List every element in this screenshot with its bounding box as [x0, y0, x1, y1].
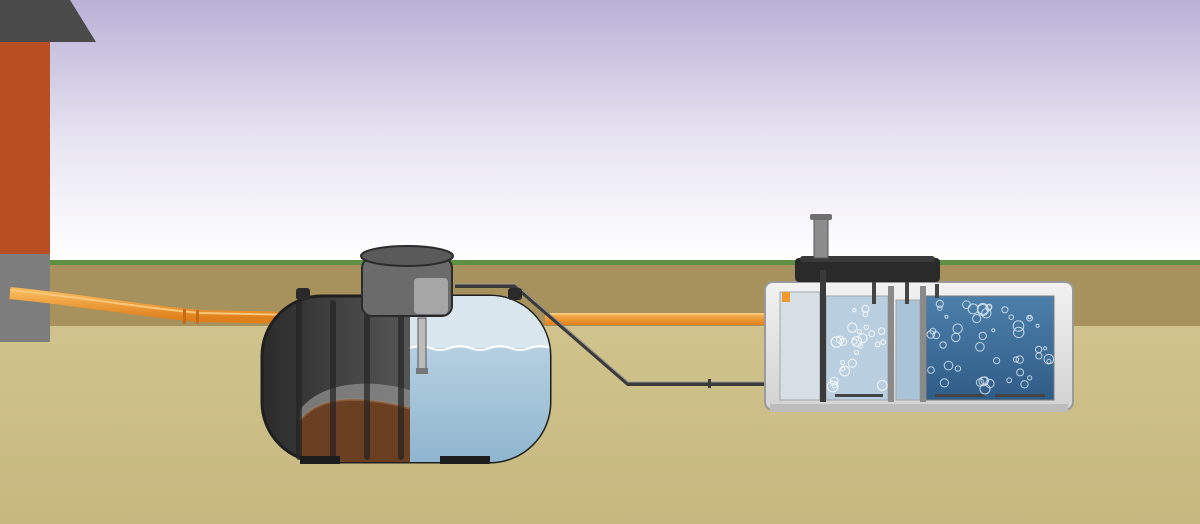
treatment-unit	[764, 214, 1074, 412]
air-bubble	[985, 304, 992, 312]
vent-pipe	[813, 217, 829, 259]
air-bubble	[830, 336, 843, 348]
air-bubble	[1013, 326, 1025, 339]
air-bubble	[976, 302, 989, 315]
air-bubble	[851, 338, 858, 345]
air-bubble	[935, 299, 944, 308]
air-bubble	[1026, 314, 1033, 322]
air-bubble	[972, 314, 982, 324]
air-bubble	[975, 378, 985, 387]
air-bubble	[1035, 352, 1043, 360]
house-wall	[0, 42, 50, 256]
air-bubble	[932, 331, 941, 340]
air-bubble	[1043, 353, 1055, 365]
air-bubble	[1006, 377, 1013, 384]
air-bubble	[839, 337, 848, 346]
air-bubble	[939, 341, 947, 349]
air-bubble	[927, 366, 935, 374]
air-bubble	[862, 311, 869, 318]
air-bubble	[954, 365, 962, 372]
air-bubble	[1001, 306, 1009, 314]
air-bubble	[978, 376, 989, 387]
sky	[0, 0, 1200, 262]
air-bubble	[840, 359, 846, 366]
sludge	[300, 399, 410, 462]
air-bubble	[877, 327, 886, 336]
air-bubble	[880, 339, 887, 346]
air-bubble	[991, 328, 996, 333]
septic-tank	[260, 245, 552, 464]
air-bubbles	[826, 299, 1055, 395]
air-bubble	[857, 333, 868, 344]
air-bubble	[831, 382, 838, 389]
air-bubble	[1016, 368, 1025, 377]
air-bubble	[944, 314, 949, 319]
clarifier	[895, 299, 921, 401]
air-bubble	[939, 378, 950, 388]
air-bubble	[863, 324, 869, 330]
air-bubble	[852, 307, 857, 313]
return-pipe	[455, 283, 770, 388]
air-bubble	[826, 380, 839, 393]
air-bubble	[847, 322, 858, 333]
air-bubble	[986, 303, 993, 310]
aeration-chamber-2	[925, 295, 1055, 401]
air-bubble	[979, 383, 991, 395]
air-bubble	[978, 331, 987, 341]
air-bubble	[1035, 323, 1040, 328]
air-bubble	[993, 357, 1001, 365]
air-bubble	[1015, 355, 1024, 364]
air-bubble	[962, 300, 971, 310]
air-bubble	[981, 308, 992, 319]
air-bubble	[847, 358, 857, 368]
air-bubble	[861, 304, 870, 313]
air-bubble	[1012, 356, 1020, 363]
air-bubble	[937, 305, 943, 311]
air-bubble	[854, 350, 859, 355]
transfer-pipe	[545, 313, 775, 325]
house	[0, 0, 96, 342]
air-bubble	[967, 303, 979, 315]
treatment-unit-cover	[795, 258, 940, 282]
air-bubble	[943, 360, 954, 371]
air-bubble	[975, 342, 985, 352]
air-bubble	[952, 323, 963, 334]
air-bubble	[868, 330, 876, 338]
air-bubble	[1008, 314, 1015, 321]
grass-line	[0, 260, 1200, 265]
septic-lid	[360, 245, 454, 267]
air-bubble	[1020, 380, 1029, 389]
air-bubble	[926, 330, 936, 339]
air-bubble	[1012, 320, 1025, 332]
air-bubble	[874, 341, 881, 348]
air-bubble	[1027, 375, 1033, 381]
air-bubble	[876, 380, 888, 391]
inlet-pipe	[9, 287, 301, 324]
air-bubble	[1043, 346, 1048, 351]
air-bubble	[836, 335, 845, 344]
air-bubble	[1046, 358, 1052, 364]
air-bubble	[829, 376, 839, 386]
air-bubble	[839, 365, 850, 377]
air-bubble	[856, 329, 863, 335]
house-roof	[0, 0, 96, 42]
